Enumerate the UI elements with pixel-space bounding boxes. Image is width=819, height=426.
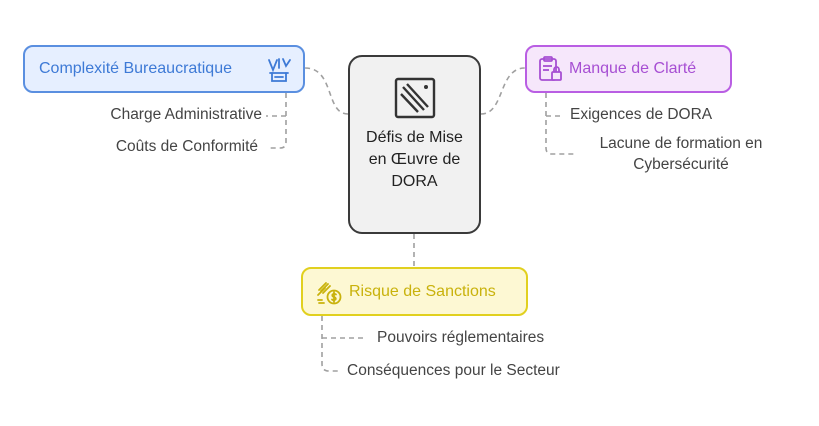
branch-manque-de-clarte[interactable]: Manque de Clarté [525,45,732,93]
item-charge-administrative: Charge Administrative [110,106,262,123]
item-consequences-pour-le-secteur: Conséquences pour le Secteur [347,362,560,379]
item-exigences-de-dora: Exigences de DORA [570,106,713,123]
branch-label: Manque de Clarté [569,60,697,77]
item-pouvoirs-reglementaires: Pouvoirs réglementaires [377,329,545,346]
connector-blue-items [270,93,287,149]
clipboard-lock-icon [539,56,562,81]
connector-center-purple [480,67,526,115]
branch-complexite-bureaucratique[interactable]: Complexité Bureaucratique [23,45,305,93]
branch-label: Complexité Bureaucratique [39,60,232,77]
tools-icon [394,77,435,119]
connector-yellow-items [321,316,338,372]
center-title: Défis de Mise en Œuvre de DORA [366,129,463,190]
item-couts-de-conformite: Coûts de Conformité [115,138,258,155]
branch-risque-de-sanctions[interactable]: Risque de Sanctions [301,267,528,316]
gavel-dollar-icon [317,281,342,304]
connector-center-blue [304,67,349,115]
branch-label: Risque de Sanctions [349,282,496,300]
center-node[interactable]: Défis de Mise en Œuvre de DORA [348,55,481,234]
bureaucracy-icon [268,58,291,82]
item-lacune-de-formation: Lacune de formation en Cybersécurité [599,135,763,173]
